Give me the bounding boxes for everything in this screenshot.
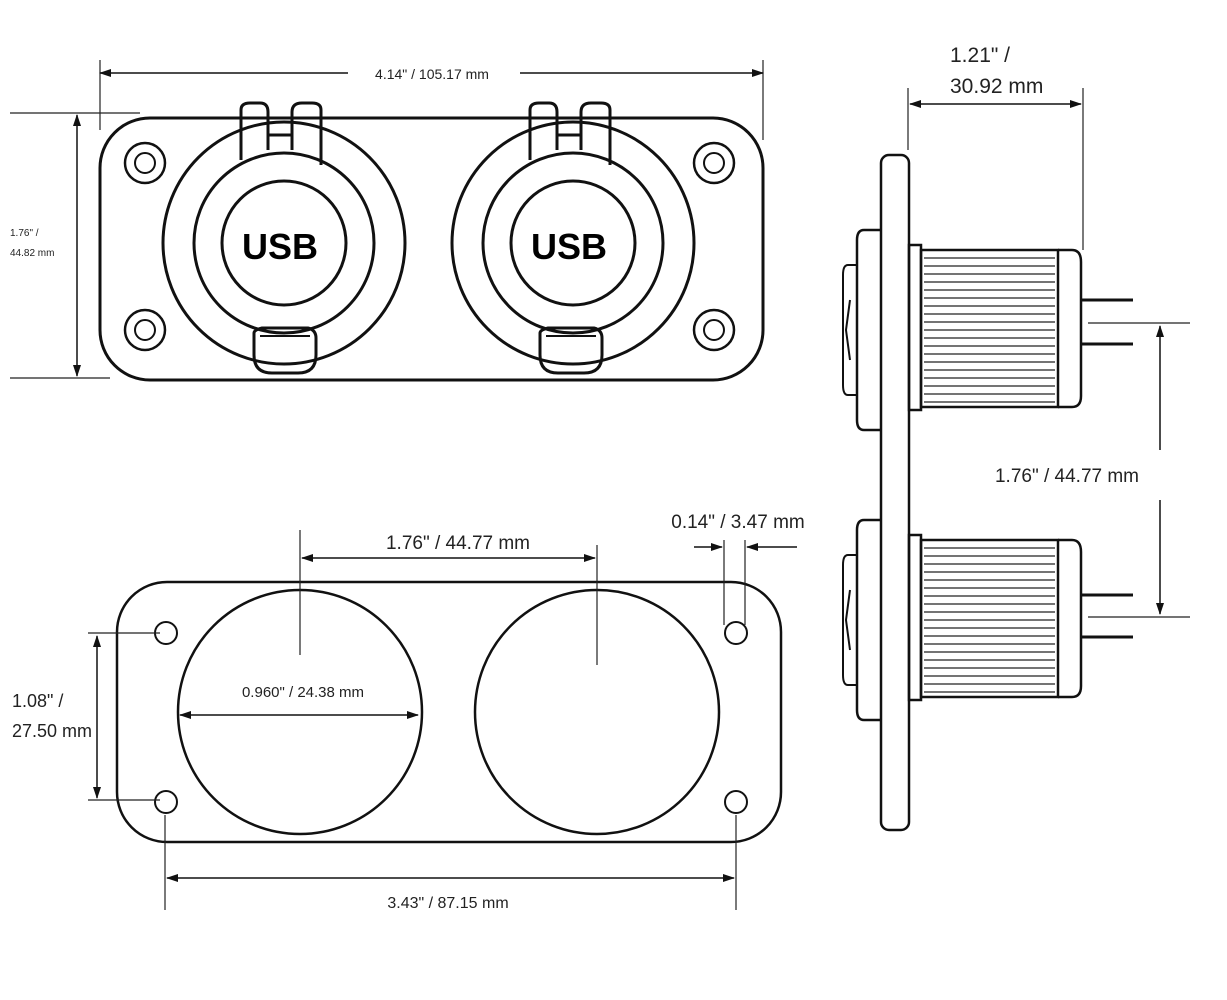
screw-hole (724, 790, 748, 814)
usb-label: USB (242, 226, 318, 267)
depth-label-mm: 30.92 mm (950, 75, 1043, 98)
front-plate (98, 116, 765, 382)
side-spacing-label: 1.76" / 44.77 mm (995, 466, 1139, 487)
front-view: 4.14" / 105.17 mm 1.76" / 44.82 mm (6, 60, 765, 382)
hole-height-label-in: 1.08" / (12, 691, 63, 711)
hole-height-label-mm: 27.50 mm (12, 721, 92, 741)
hole-width-label: 3.43" / 87.15 mm (387, 895, 508, 912)
depth-label-in: 1.21" / (950, 44, 1010, 67)
front-height-label-in: 1.76" / (10, 228, 39, 239)
diameter-label: 0.960" / 24.38 mm (242, 684, 364, 701)
screw-hole (724, 621, 748, 645)
front-width-label: 4.14" / 105.17 mm (375, 66, 489, 82)
mounting-hole (123, 141, 167, 185)
usb-socket-right: USB (450, 101, 696, 375)
mounting-hole (692, 308, 736, 352)
mounting-hole (123, 308, 167, 352)
side-plate (879, 153, 911, 832)
front-height-label-mm: 44.82 mm (10, 248, 54, 259)
hole-offset-label: 0.14" / 3.47 mm (671, 512, 804, 533)
cutout-plate (115, 580, 783, 844)
usb-label: USB (531, 226, 607, 267)
side-view: 1.21" / 30.92 mm (842, 44, 1190, 832)
screw-hole (154, 790, 178, 814)
mounting-hole (692, 141, 736, 185)
usb-socket-left: USB (161, 101, 407, 375)
side-socket-lower (842, 518, 1133, 722)
cutout-view: 1.76" / 44.77 mm 0.14" / 3.47 mm 0.960" … (8, 512, 805, 912)
cutout-spacing-label: 1.76" / 44.77 mm (386, 533, 530, 554)
side-socket-upper (842, 228, 1133, 432)
